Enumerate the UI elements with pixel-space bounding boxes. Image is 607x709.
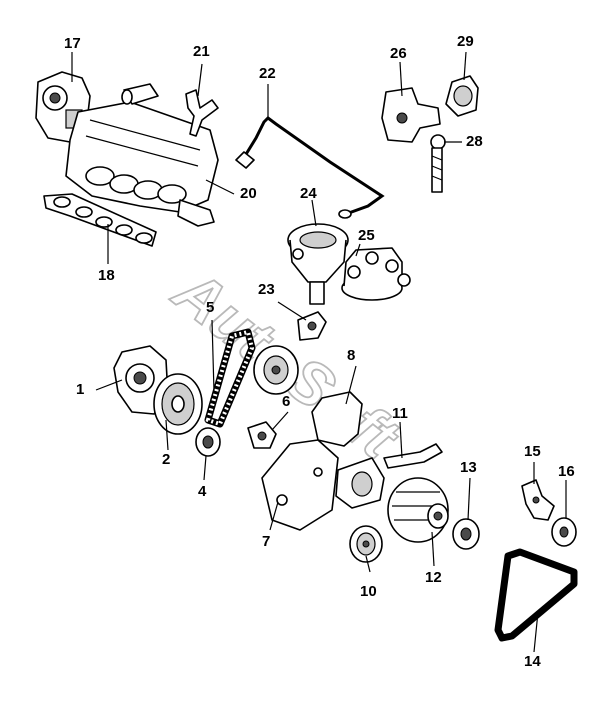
part-hose[interactable] [383, 443, 443, 469]
part-mount-bracket[interactable] [381, 87, 441, 143]
callout-14[interactable]: 14 [524, 653, 541, 670]
callout-13[interactable]: 13 [460, 459, 477, 476]
part-intake-manifold[interactable] [65, 101, 219, 227]
callout-7[interactable]: 7 [262, 533, 271, 550]
part-sensor[interactable] [297, 311, 327, 341]
callout-24[interactable]: 24 [300, 185, 317, 202]
callout-29[interactable]: 29 [457, 33, 474, 50]
callout-20[interactable]: 20 [240, 185, 257, 202]
callout-21[interactable]: 21 [193, 43, 210, 60]
callout-8[interactable]: 8 [347, 347, 356, 364]
callout-5[interactable]: 5 [206, 299, 215, 316]
part-drive-belt[interactable] [494, 548, 578, 642]
callout-18[interactable]: 18 [98, 267, 115, 284]
callout-1[interactable]: 1 [76, 381, 85, 398]
part-cam-sprocket[interactable] [253, 345, 299, 395]
part-bracket-15[interactable] [521, 479, 555, 521]
part-cover[interactable] [113, 345, 169, 415]
part-idler-pulley[interactable] [195, 427, 221, 457]
part-alternator-pulley[interactable] [452, 518, 480, 550]
callout-17[interactable]: 17 [64, 35, 81, 52]
callout-23[interactable]: 23 [258, 281, 275, 298]
callout-16[interactable]: 16 [558, 463, 575, 480]
part-alternator[interactable] [387, 477, 449, 543]
part-distributor-cap[interactable] [341, 247, 411, 301]
callout-28[interactable]: 28 [466, 133, 483, 150]
part-bolt[interactable] [430, 134, 446, 193]
part-pulley-16[interactable] [551, 517, 577, 547]
part-hose-bracket[interactable] [121, 83, 219, 137]
part-manifold-gasket[interactable] [43, 193, 157, 247]
callout-6[interactable]: 6 [282, 393, 291, 410]
part-water-pump[interactable] [335, 457, 385, 509]
callout-4[interactable]: 4 [198, 483, 207, 500]
callout-22[interactable]: 22 [259, 65, 276, 82]
part-distributor[interactable] [287, 223, 349, 305]
callout-12[interactable]: 12 [425, 569, 442, 586]
leader-lines [71, 51, 567, 653]
callout-26[interactable]: 26 [390, 45, 407, 62]
callout-10[interactable]: 10 [360, 583, 377, 600]
callout-11[interactable]: 11 [392, 405, 408, 422]
part-pulley-10[interactable] [349, 525, 383, 563]
part-upper-cover[interactable] [311, 391, 363, 447]
part-timing-belt[interactable] [204, 328, 256, 428]
callout-15[interactable]: 15 [524, 443, 541, 460]
callout-2[interactable]: 2 [162, 451, 171, 468]
part-tensioner[interactable] [247, 421, 277, 449]
part-mount[interactable] [445, 75, 479, 117]
part-crank-pulley[interactable] [153, 373, 203, 435]
part-lower-cover[interactable] [261, 439, 339, 531]
callout-25[interactable]: 25 [358, 227, 375, 244]
part-rod[interactable] [235, 116, 385, 219]
